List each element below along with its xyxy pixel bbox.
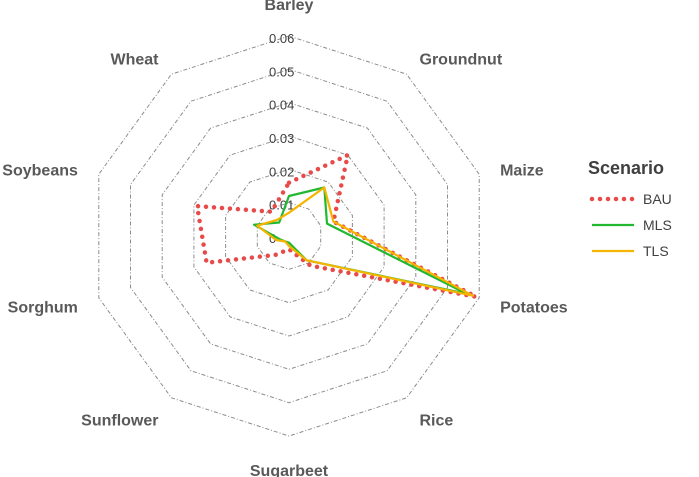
legend-title: Scenario [588, 158, 664, 178]
radial-tick-labels: 00.010.020.030.040.050.06 [269, 31, 294, 246]
series-bau [194, 152, 479, 300]
grid-ring [225, 168, 353, 304]
category-label-groundnut: Groundnut [420, 51, 503, 68]
r-tick-label: 0.04 [269, 98, 294, 113]
category-label-sunflower: Sunflower [81, 413, 158, 430]
r-tick-label: 0.06 [269, 31, 294, 46]
category-label-potatoes: Potatoes [500, 300, 568, 317]
category-label-sugarbeet: Sugarbeet [250, 463, 329, 477]
category-label-barley: Barley [265, 0, 314, 14]
grid-ring [98, 35, 480, 437]
grid-ring [256, 202, 322, 270]
category-label-soybeans: Soybeans [2, 162, 78, 179]
r-tick-label: 0.02 [269, 164, 294, 179]
grid-ring [193, 135, 385, 337]
legend-label-mls: MLS [643, 217, 672, 233]
category-label-rice: Rice [420, 413, 454, 430]
r-tick-label: 0.05 [269, 64, 294, 79]
category-label-wheat: Wheat [111, 51, 160, 68]
category-labels: BarleyGroundnutMaizePotatoesRiceSugarbee… [2, 0, 567, 477]
legend-label-bau: BAU [643, 191, 672, 207]
series-mls [253, 186, 468, 295]
r-tick-label: 0.03 [269, 131, 294, 146]
legend-label-tls: TLS [643, 243, 669, 259]
category-label-maize: Maize [500, 162, 544, 179]
legend: Scenario BAU MLS TLS [588, 158, 672, 259]
radar-grid [98, 35, 480, 437]
series-tls [256, 186, 474, 297]
series-lines [194, 152, 479, 300]
grid-ring [161, 102, 417, 370]
category-label-sorghum: Sorghum [8, 300, 78, 317]
grid-ring [130, 68, 448, 404]
